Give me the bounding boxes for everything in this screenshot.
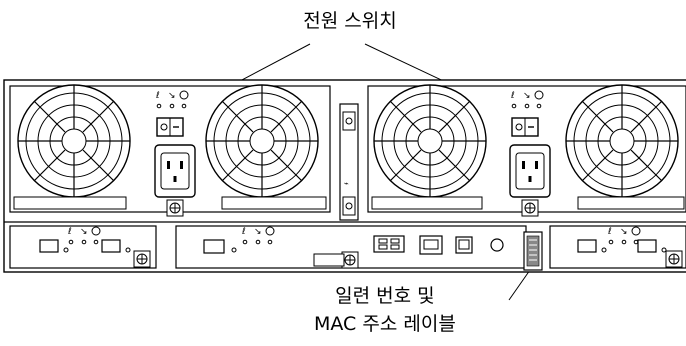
controller-module xyxy=(175,225,527,269)
fan-right-1-icon xyxy=(373,84,487,198)
center-rail: ⌁ xyxy=(339,103,359,221)
psu-right-ac-inlet-icon xyxy=(509,144,551,198)
serial-label-line2: MAC 주소 레이블 xyxy=(314,313,456,335)
psu-right-ground-icon xyxy=(521,199,539,217)
psu-right xyxy=(367,84,686,217)
serial-mac-callout: 일련 번호 및 MAC 주소 레이블 xyxy=(314,282,456,338)
power-switch-callout: 전원 스위치 xyxy=(0,6,686,33)
psu-left xyxy=(9,84,331,217)
serial-label-line1: 일련 번호 및 xyxy=(335,285,435,307)
psu-left-ac-inlet-icon xyxy=(154,144,196,198)
serial-label-icon xyxy=(523,231,543,271)
psu-right-power-switch-icon[interactable] xyxy=(511,117,539,137)
management-port-icon[interactable] xyxy=(455,236,473,254)
power-switch-label: 전원 스위치 xyxy=(303,10,397,32)
fan-right-2-icon xyxy=(565,84,679,198)
io-left-ground-icon xyxy=(133,250,151,268)
io-module-right xyxy=(549,225,686,269)
io-right-ground-icon xyxy=(665,250,683,268)
psu-left-ground-icon xyxy=(166,199,184,217)
psu-left-power-switch-icon[interactable] xyxy=(156,117,184,137)
fan-left-1-icon xyxy=(17,84,131,198)
io-module-left xyxy=(9,225,157,269)
serial-label-leader xyxy=(508,269,531,301)
serial-port-icon xyxy=(373,235,405,253)
ethernet-port-icon[interactable] xyxy=(419,235,443,255)
fan-left-2-icon xyxy=(205,84,319,198)
reset-button-icon[interactable] xyxy=(490,238,504,252)
svg-text:⌁: ⌁ xyxy=(344,179,349,188)
